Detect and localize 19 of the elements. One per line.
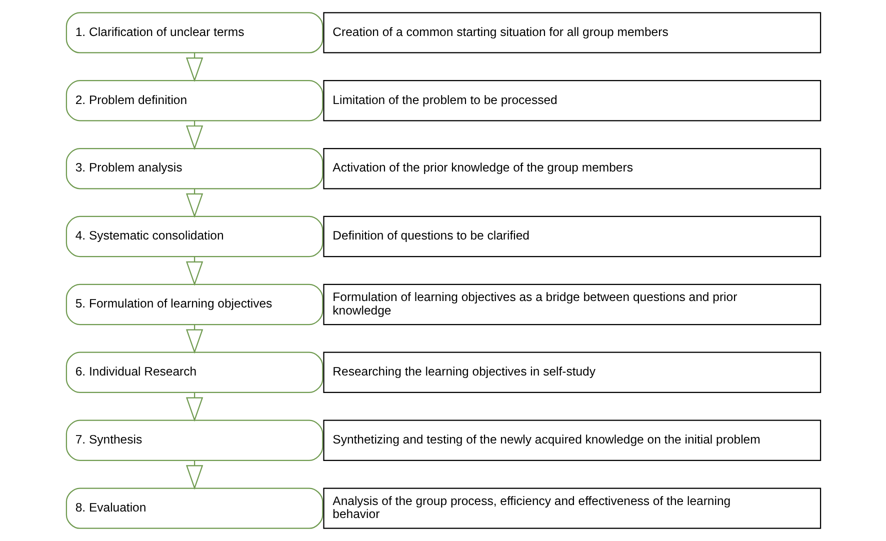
node-box: 8. Evaluation: [65, 488, 323, 529]
node-box: 4. Systematic consolidation: [65, 216, 323, 258]
node-box: Analysis of the group process, efficiency and effectiveness of the learning behavior: [322, 488, 821, 529]
node-box: Researching the learning objectives in self-study: [322, 352, 821, 394]
arrow: [185, 324, 203, 354]
node-box: 2. Problem definition: [65, 80, 323, 122]
node-box: 1. Clarification of unclear terms: [65, 12, 323, 54]
node-box: Synthetizing and testing of the newly acquired knowledge on the initial problem: [322, 420, 821, 461]
node-box: Definition of questions to be clarified: [322, 216, 821, 258]
node-box: Creation of a common starting situation for all group members: [322, 12, 821, 54]
node-box: Limitation of the problem to be processed: [322, 80, 821, 122]
node-box: Activation of the prior knowledge of the group members: [322, 148, 821, 190]
node-box: 3. Problem analysis: [65, 148, 323, 190]
arrow: [185, 188, 203, 218]
node-box: 6. Individual Research: [65, 352, 323, 394]
arrow: [185, 256, 203, 286]
node-box: 5. Formulation of learning objectives: [65, 284, 323, 326]
node-box: Formulation of learning objectives as a bridge between questions and prior knowledge: [322, 284, 821, 326]
node-box: 7. Synthesis: [65, 420, 323, 461]
